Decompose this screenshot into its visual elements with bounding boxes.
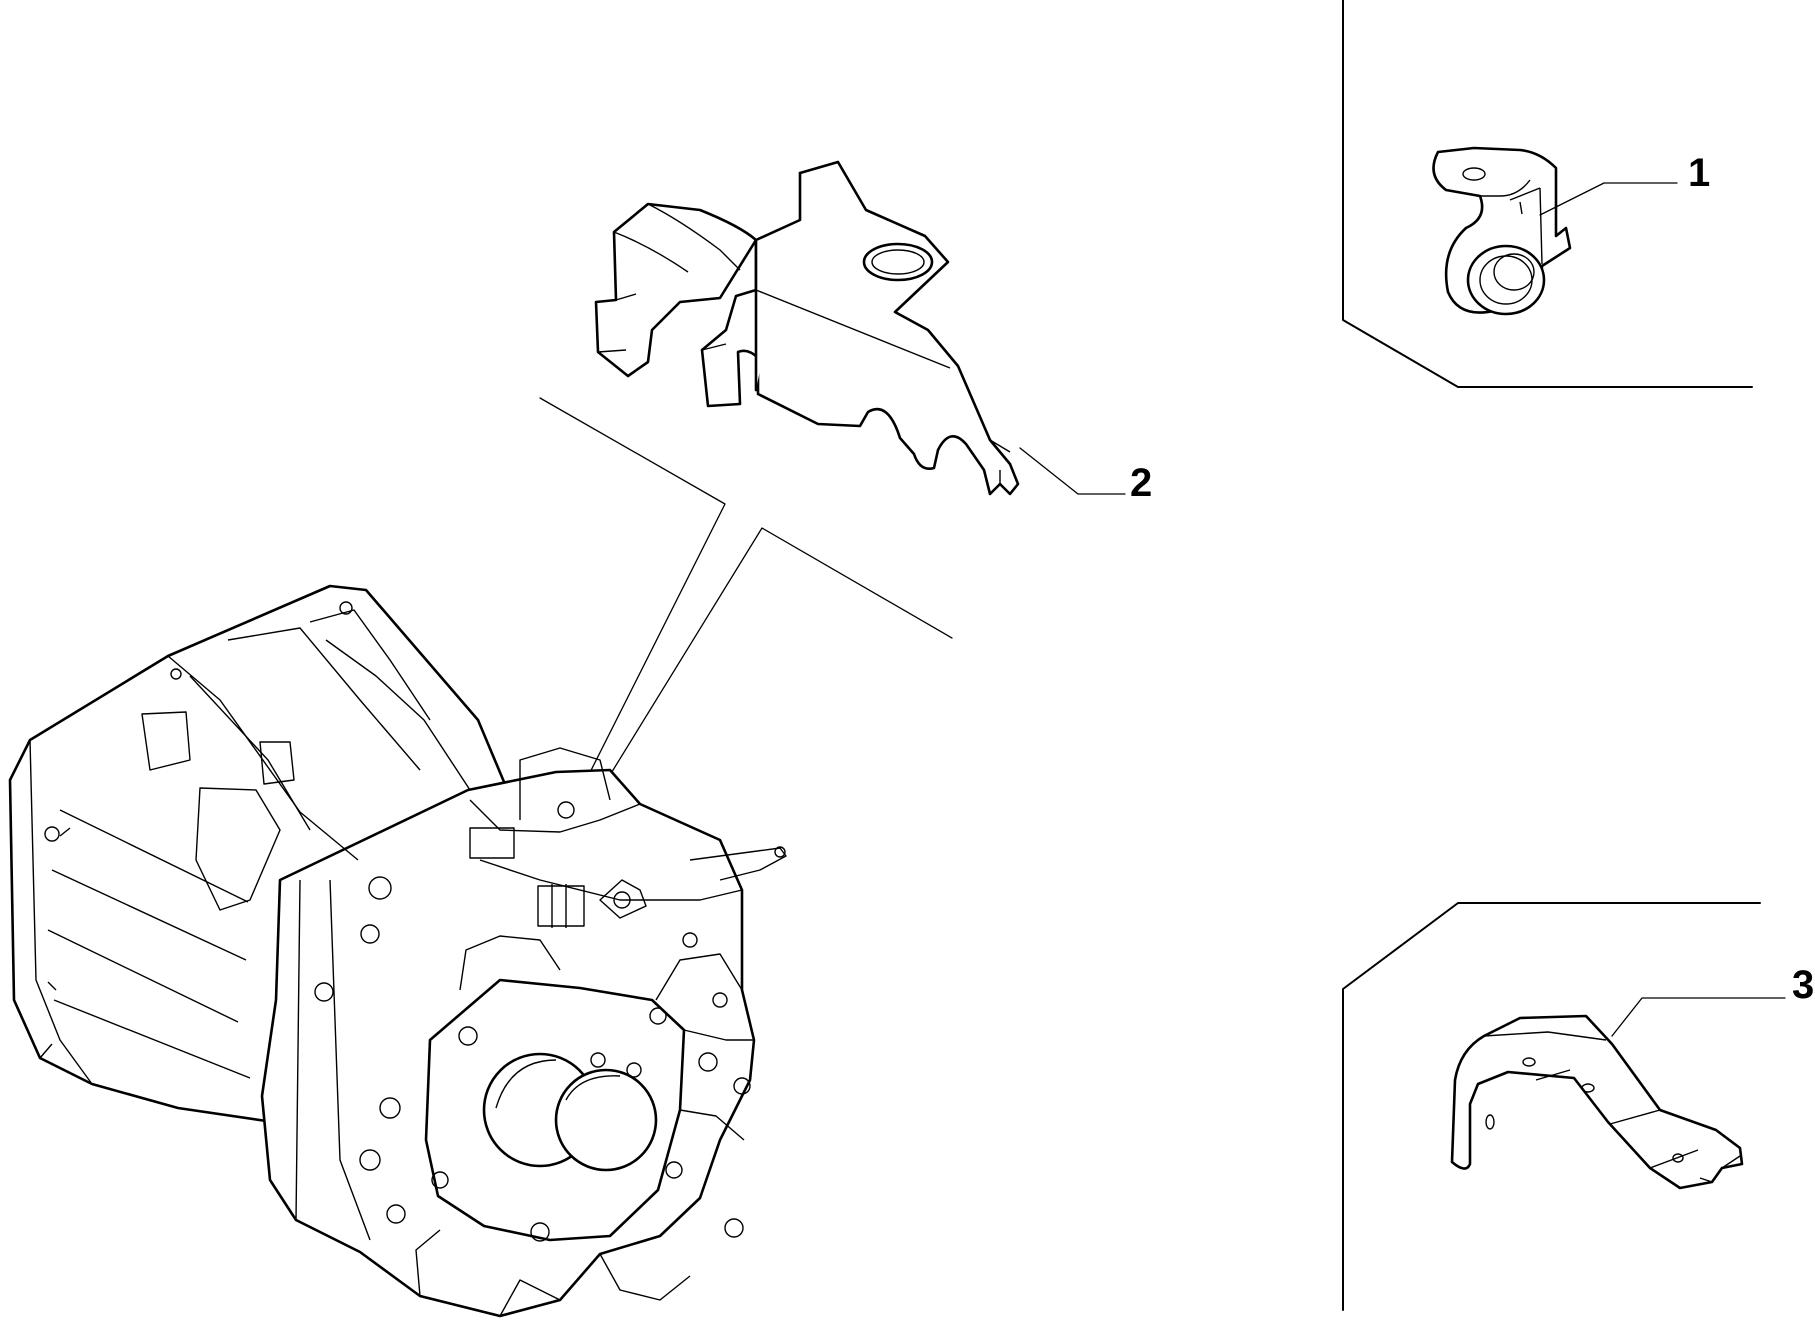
callout-2-leader (1019, 447, 1126, 495)
transmission-assembly (8, 584, 787, 1318)
callout-1-label: 1 (1688, 151, 1710, 195)
part-1-clamp-bracket (1432, 146, 1572, 316)
leader-lines-transmission (539, 397, 953, 841)
part-3-strap-bracket (1450, 1014, 1744, 1190)
callout-1-leader (1539, 182, 1678, 216)
part-2-cable-bracket (594, 160, 1020, 496)
detail-frame-bottom-right (1342, 902, 1761, 1311)
callout-3-leader (1611, 997, 1786, 1037)
detail-frame-top-right (1342, 0, 1753, 388)
callout-2-label: 2 (1130, 461, 1152, 505)
callout-3-label: 3 (1792, 963, 1814, 1007)
